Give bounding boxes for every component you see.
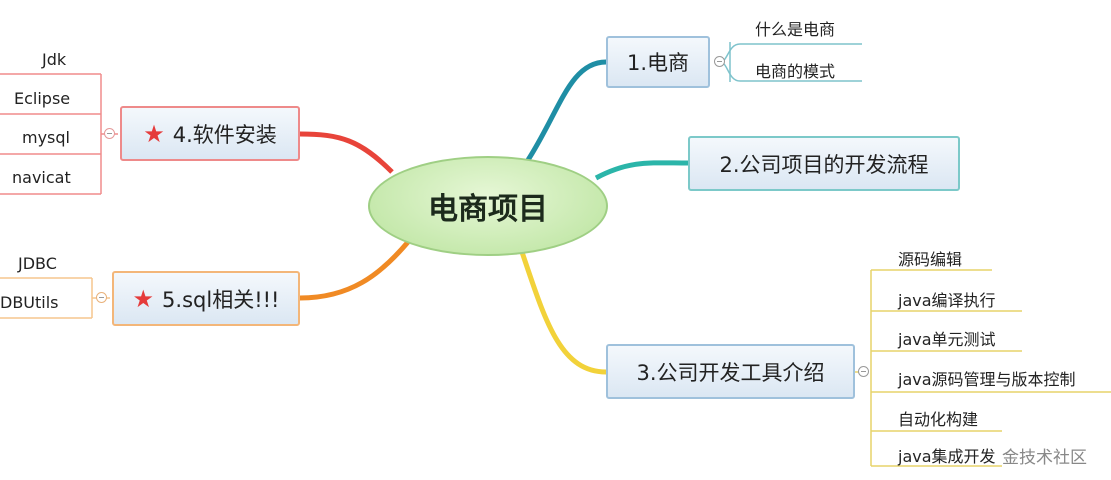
- topic-4-label: 4.软件安装: [172, 122, 277, 147]
- collapse-toggle-5[interactable]: [96, 292, 107, 303]
- topic-1-label: 1.电商: [626, 51, 690, 75]
- topic-5[interactable]: ★ 5.sql相关!!!: [112, 271, 300, 326]
- topic-4-child-3[interactable]: mysql: [22, 128, 70, 147]
- topic-3-child-4[interactable]: java源码管理与版本控制: [898, 370, 1076, 389]
- branch-1: [525, 59, 607, 162]
- central-topic[interactable]: 电商项目: [368, 156, 608, 256]
- topic-1-child-1[interactable]: 什么是电商: [755, 20, 836, 39]
- topic-3-child-5[interactable]: 自动化构建: [898, 410, 979, 429]
- branch-2: [594, 160, 689, 181]
- topic-3-child-6[interactable]: java集成开发: [898, 447, 996, 466]
- topic-5-child-2[interactable]: DBUtils: [0, 293, 59, 312]
- topic-3[interactable]: 3.公司开发工具介绍: [606, 344, 855, 399]
- collapse-toggle-3[interactable]: [858, 366, 869, 377]
- topic-4-child-1[interactable]: Jdk: [42, 50, 67, 69]
- star-icon: ★: [132, 284, 155, 313]
- watermark: 金技术社区: [1002, 448, 1087, 468]
- topic-2[interactable]: 2.公司项目的开发流程: [688, 136, 960, 191]
- collapse-toggle-1[interactable]: [714, 56, 725, 67]
- topic-4[interactable]: ★ 4.软件安装: [120, 106, 300, 161]
- topic-2-label: 2.公司项目的开发流程: [719, 152, 929, 177]
- topic-3-child-2[interactable]: java编译执行: [898, 291, 996, 310]
- topic-5-child-1[interactable]: JDBC: [18, 254, 57, 273]
- branch-3: [519, 251, 607, 375]
- topic-4-child-2[interactable]: Eclipse: [14, 89, 71, 108]
- branch-4: [299, 131, 394, 174]
- topic-4-child-4[interactable]: navicat: [12, 168, 71, 187]
- topic-1[interactable]: 1.电商: [606, 36, 710, 88]
- branch-5: [299, 240, 410, 301]
- topic-3-child-3[interactable]: java单元测试: [898, 330, 996, 349]
- topic-5-label: 5.sql相关!!!: [162, 287, 280, 312]
- star-icon: ★: [143, 119, 165, 148]
- topic-3-label: 3.公司开发工具介绍: [636, 360, 825, 385]
- topic-3-child-1[interactable]: 源码编辑: [898, 250, 963, 269]
- collapse-toggle-4[interactable]: [104, 128, 115, 139]
- topic-1-child-2[interactable]: 电商的模式: [755, 62, 836, 81]
